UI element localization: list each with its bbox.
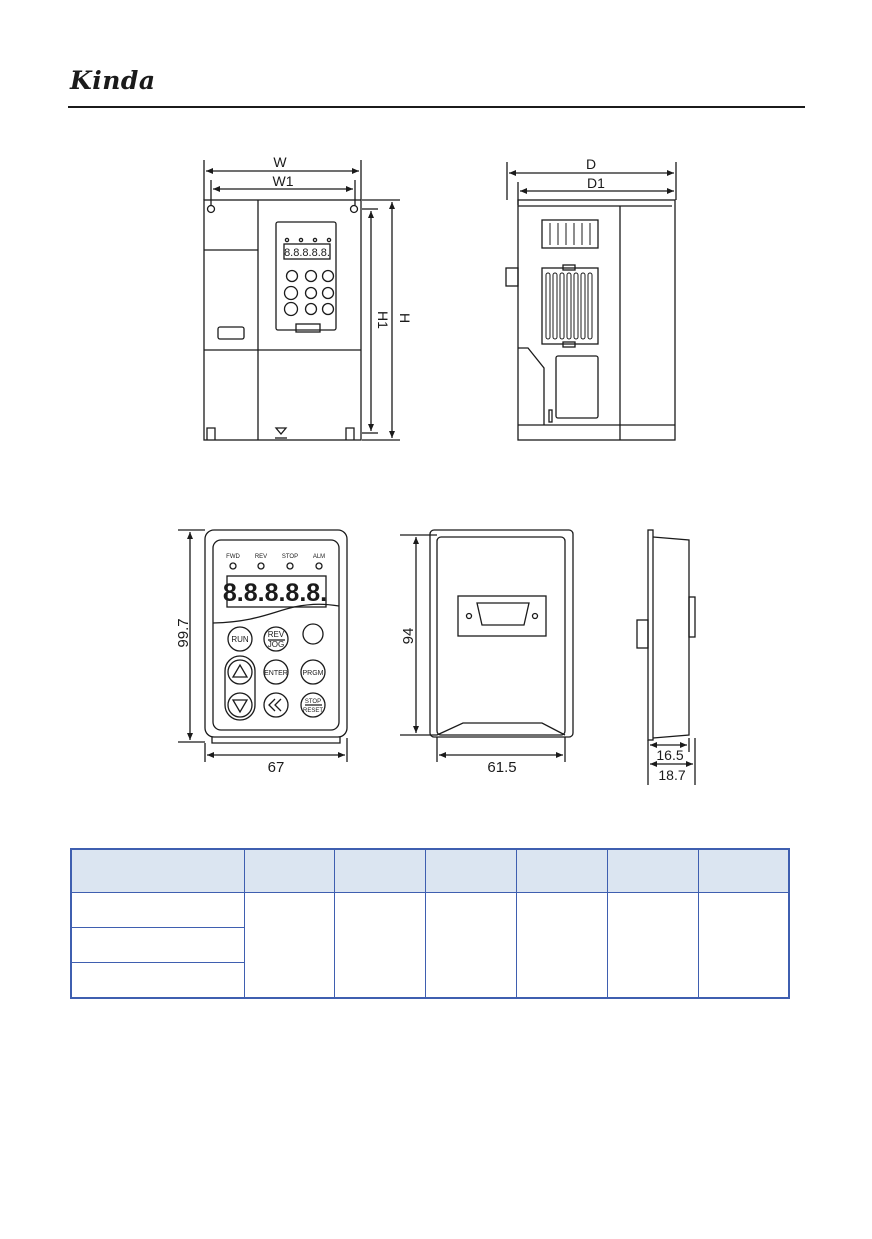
dim-label-back-width: 61.5 xyxy=(487,759,516,776)
dim-label-back-height: 94 xyxy=(400,628,417,645)
dim-label-side-small: 16.5 xyxy=(656,747,683,763)
dim-label-h1: H1 xyxy=(375,311,391,329)
dim-label-d: D xyxy=(586,156,596,172)
table-row xyxy=(70,962,789,999)
dimension-drawings: W W1 H H1 8.8.8.8.8. D xyxy=(175,154,696,785)
led-label-alm: ALM xyxy=(313,554,325,560)
table-cell xyxy=(697,892,790,999)
dim-label-d1: D1 xyxy=(587,175,605,191)
table-cell xyxy=(70,962,245,999)
header-divider xyxy=(68,106,805,108)
keypad-front-view xyxy=(178,529,348,762)
table-header-row xyxy=(70,848,790,893)
dim-label-side-large: 18.7 xyxy=(658,767,685,783)
dim-label-keypad-height: 99.7 xyxy=(175,618,192,647)
table-header-cell xyxy=(697,848,790,893)
led-label-fwd: FWD xyxy=(226,554,240,560)
table-cell xyxy=(425,892,517,999)
table-cell xyxy=(334,892,427,999)
keypad-display: 8.8.8.8.8. xyxy=(223,579,327,607)
table-cell xyxy=(606,892,699,999)
table-cell xyxy=(70,927,245,963)
table-header-cell xyxy=(425,848,517,893)
dim-label-keypad-width: 67 xyxy=(268,759,285,776)
key-label-run: RUN xyxy=(231,635,249,644)
dim-label-h: H xyxy=(397,313,413,323)
led-label-rev: REV xyxy=(255,554,267,560)
dim-label-w1: W1 xyxy=(273,173,294,189)
key-label-jog: JOG xyxy=(268,640,284,649)
dimension-table xyxy=(70,848,790,999)
keypad-led-labels: FWD REV STOP ALM xyxy=(226,554,325,560)
table-cell xyxy=(515,892,608,999)
table-header-cell xyxy=(606,848,699,893)
key-label-reset: RESET xyxy=(303,708,323,714)
dim-label-w: W xyxy=(273,154,287,170)
key-label-rev: REV xyxy=(268,630,285,639)
kinda-logo: Kinda xyxy=(70,66,156,95)
keypad-side-view xyxy=(636,529,696,785)
table-cell xyxy=(70,892,245,928)
table-header-cell xyxy=(243,848,336,893)
table-header-cell xyxy=(334,848,427,893)
table-header-cell xyxy=(515,848,608,893)
key-label-stop: STOP xyxy=(305,699,321,705)
drive-front-view xyxy=(203,160,400,441)
table-row xyxy=(70,892,790,999)
key-label-enter: ENTER xyxy=(264,670,288,677)
table-header-cell xyxy=(70,848,245,893)
table-row xyxy=(70,927,789,963)
drive-side-view xyxy=(505,162,677,441)
mini-display: 8.8.8.8.8. xyxy=(284,247,330,259)
led-label-stop: STOP xyxy=(282,554,298,560)
table-cell xyxy=(243,892,336,999)
keypad-back-view xyxy=(400,529,574,762)
key-label-prgm: PRGM xyxy=(303,670,324,677)
